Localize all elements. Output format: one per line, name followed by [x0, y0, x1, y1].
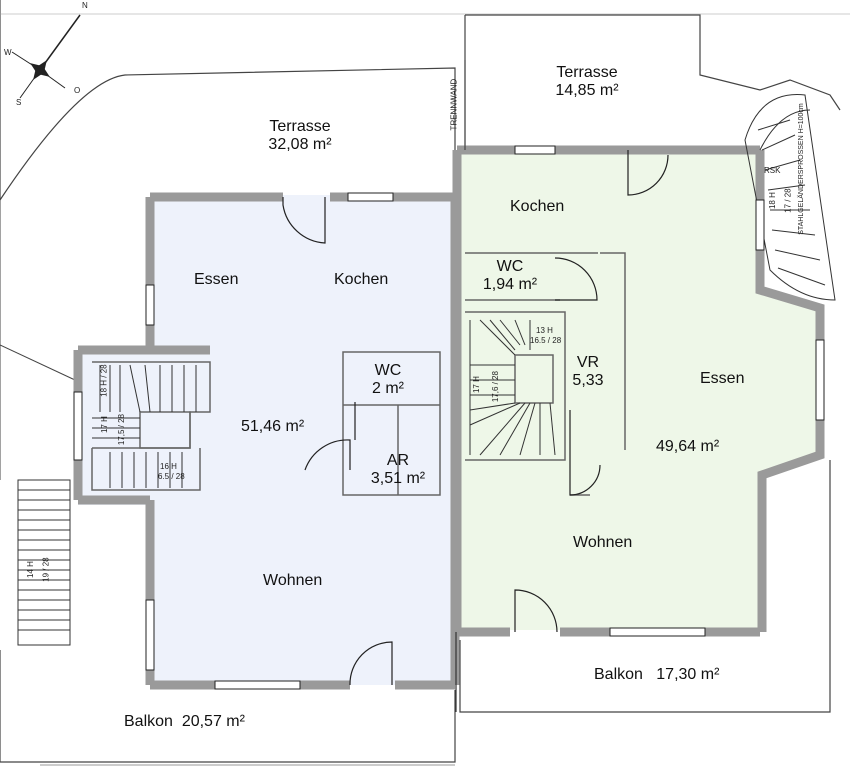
right-balkon-outline [459, 460, 831, 713]
left-balkon-name: Balkon [124, 713, 173, 730]
compass-w-label: W [4, 48, 12, 57]
right-balkon-label: Balkon 17,30 m² [594, 666, 719, 684]
left-main-area-label: 51,46 m² [241, 418, 305, 435]
right-unit-floor [457, 150, 820, 630]
left-balkon-area: 20,57 m² [181, 713, 245, 730]
right-terrasse-label: Terrasse 14,85 m² [537, 64, 637, 101]
right-unit-inner-walls [465, 252, 626, 496]
left-stair-note-c: 16 H [160, 462, 177, 471]
right-balkon-name: Balkon [594, 666, 643, 683]
left-terrasse-label: Terrasse 32,08 m² [250, 118, 350, 155]
left-windows [73, 192, 394, 690]
left-staircase [92, 364, 197, 488]
left-balkon-outline [0, 650, 456, 763]
trennwand-label: TRENNWAND [449, 78, 459, 131]
right-wohnen-label: Wohnen [573, 534, 633, 551]
right-vr-area: 5,33 [572, 372, 604, 390]
right-wc-label: WC 1,94 m² [474, 258, 546, 295]
left-wc-area: 2 m² [372, 380, 404, 398]
compass-rose [11, 14, 81, 99]
right-stair-note-a: 13 H [536, 326, 553, 335]
left-kochen-label: Kochen [334, 271, 389, 288]
left-wc-label: WC 2 m² [368, 362, 408, 399]
right-terrasse-name: Terrasse [556, 64, 618, 81]
right-stair-note-e: 18 H [767, 192, 777, 210]
left-stair-note-b: 17,5 / 28 [116, 414, 126, 446]
left-balkon-label: Balkon 20,57 m² [124, 713, 245, 731]
left-terrasse-area: 32,08 m² [268, 136, 332, 154]
left-doors [282, 197, 393, 686]
right-doors [514, 150, 669, 633]
left-ar-name: AR [386, 452, 410, 469]
right-stair-note-g: STAHLGELÄNDERSPROSSEN H=100cm [797, 103, 805, 235]
right-vr-name: VR [576, 354, 600, 371]
right-curved-stair [744, 94, 836, 301]
left-unit-inner-walls [91, 351, 441, 496]
compass-s-label: S [16, 98, 22, 107]
right-stair-note-c: 17 H [471, 376, 481, 394]
right-terrace-outline [464, 14, 841, 150]
right-balkon-area: 17,30 m² [656, 666, 720, 683]
right-stair-note-d: 17,6 / 28 [490, 371, 500, 403]
right-wc-name: WC [496, 258, 524, 275]
right-essen-label: Essen [700, 370, 745, 387]
right-stair-note-b: 16.5 / 28 [530, 336, 562, 345]
right-stair-note-f: 17 / 28 [783, 188, 793, 213]
right-vr-label: VR 5,33 [568, 354, 608, 391]
left-outer-diagonal [0, 344, 76, 381]
left-unit-floor [78, 195, 455, 685]
outdoor-stair-left [17, 479, 71, 646]
left-stair-note-e: 14 H [25, 561, 35, 579]
left-stair-note-g: 18 H / 28 [99, 364, 109, 397]
right-main-area-label: 49,64 m² [656, 438, 720, 455]
left-ar-area: 3,51 m² [370, 470, 426, 488]
compass-n-label: N [82, 1, 88, 10]
right-kochen-label: Kochen [510, 198, 565, 215]
left-terrasse-name: Terrasse [269, 118, 331, 135]
left-terrace-outline [0, 0, 456, 202]
left-ar-label: AR 3,51 m² [360, 452, 436, 489]
left-stair-note-d: 6.5 / 28 [158, 472, 185, 481]
left-stair-note-f: 19 / 28 [41, 557, 51, 582]
left-essen-label: Essen [194, 271, 239, 288]
compass-o-label: O [74, 86, 81, 95]
right-staircase [469, 319, 556, 456]
right-windows [514, 145, 825, 637]
right-wc-area: 1,94 m² [482, 276, 538, 294]
right-stair-note-h: RSK [764, 166, 781, 175]
right-terrasse-area: 14,85 m² [555, 82, 619, 100]
left-wc-name: WC [374, 362, 402, 379]
left-wohnen-label: Wohnen [263, 572, 323, 589]
left-stair-note-a: 17 H [99, 416, 109, 434]
